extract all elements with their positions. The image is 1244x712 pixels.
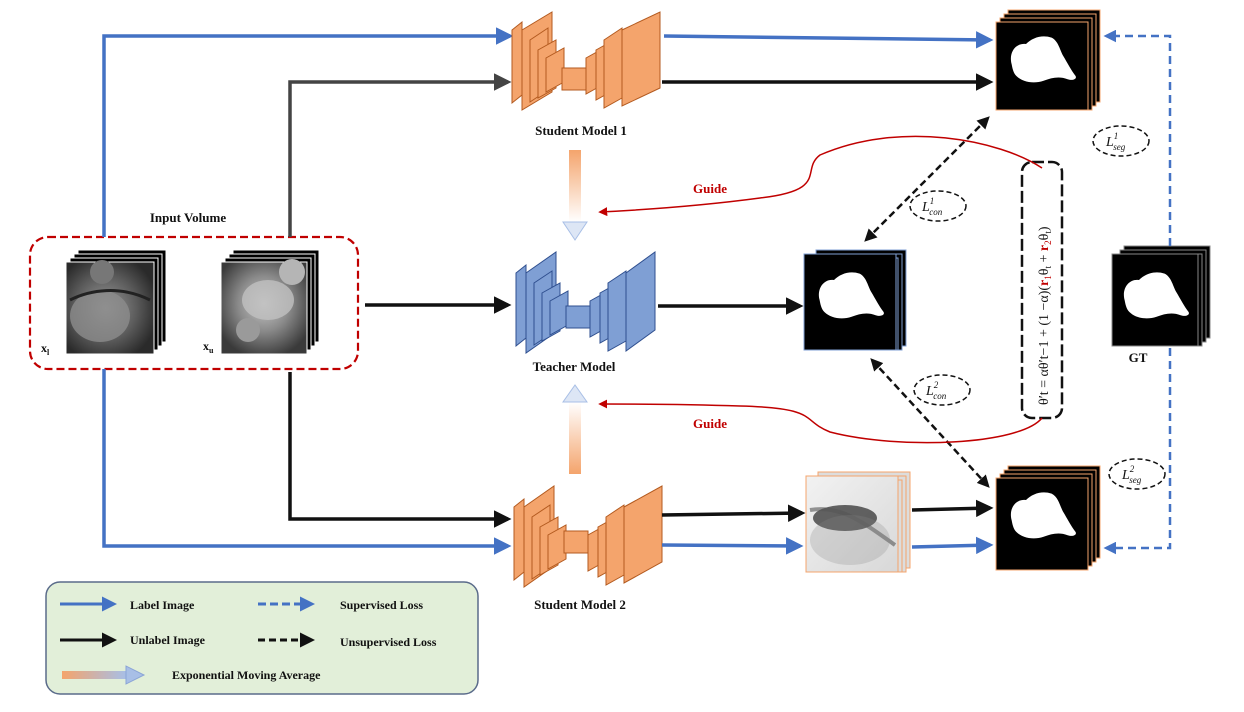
student-model-1	[511, 11, 661, 111]
probmap-label-arrow	[911, 536, 994, 555]
unlabel-path-to-student2	[288, 372, 512, 528]
x-unlabeled-label: xu	[203, 339, 214, 355]
input-volume-box	[28, 235, 360, 371]
gt-label: GT	[1129, 350, 1148, 365]
label-path-to-student1	[102, 27, 514, 237]
teacher-model	[515, 251, 656, 354]
ema-formula-box: θ′t = αθ′t−1 + (1 −α)(r1θt + r2θt)	[1020, 160, 1064, 420]
teacher-model-label: Teacher Model	[533, 359, 616, 374]
student1-prediction	[995, 9, 1101, 111]
student2-unlabel-output-arrow	[661, 504, 806, 522]
legend-label-image: Label Image	[130, 598, 195, 612]
guide-label-bottom: Guide	[693, 416, 727, 431]
supervised-loss-1-path	[1103, 29, 1172, 246]
guide-curve-top	[598, 135, 1043, 217]
input-volume-group: Input Volume xl xu	[28, 210, 360, 371]
ground-truth-stack	[1111, 245, 1211, 347]
student-model-2	[513, 485, 663, 588]
legend-ema-arrow	[62, 665, 146, 685]
input-volume-title: Input Volume	[150, 210, 226, 225]
supervised-loss-2-path	[1103, 348, 1172, 555]
legend-supervised-loss: Supervised Loss	[340, 598, 423, 612]
labeled-image-stack	[65, 249, 167, 355]
ema-formula: θ′t = αθ′t−1 + (1 −α)(r1θt + r2θt)	[1037, 226, 1053, 405]
label-path-to-student2	[102, 369, 512, 555]
x-labeled-label: xl	[41, 341, 50, 357]
unlabel-path-to-student1	[288, 73, 512, 237]
legend-unlabel-image: Unlabel Image	[130, 633, 206, 647]
consistency-loss-2-path	[870, 358, 990, 488]
legend-ema: Exponential Moving Average	[172, 668, 321, 682]
legend-unsupervised-loss: Unsupervised Loss	[340, 635, 437, 649]
ema-arrow-down	[562, 150, 588, 241]
legend: Label Image Supervised Loss Unlabel Imag…	[45, 581, 479, 695]
guide-curve-bottom	[598, 399, 1043, 444]
teacher-prediction	[803, 249, 907, 351]
legend-box	[45, 581, 479, 695]
student-model-1-label: Student Model 1	[535, 123, 627, 138]
consistency-loss-1-path	[864, 116, 990, 242]
probmap-unlabel-arrow	[911, 499, 994, 518]
student-model-2-label: Student Model 2	[534, 597, 626, 612]
student1-label-output-arrow	[663, 31, 994, 49]
student2-prediction	[995, 465, 1101, 571]
ema-arrow-up	[562, 384, 588, 474]
guide-label-top: Guide	[693, 181, 727, 196]
unlabeled-image-stack	[220, 249, 320, 355]
student2-probability-map	[805, 471, 911, 573]
student2-label-output-arrow	[661, 537, 804, 555]
